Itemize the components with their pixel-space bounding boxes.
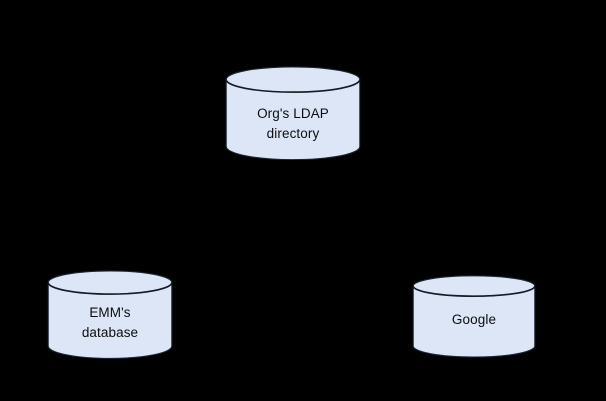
database-cylinder-icon [225, 66, 361, 160]
database-cylinder-icon [412, 275, 536, 358]
node-google[interactable]: Google [412, 275, 536, 358]
database-cylinder-icon [47, 270, 173, 359]
node-ldap-directory[interactable]: Org's LDAP directory [225, 66, 361, 160]
node-emm-database[interactable]: EMM's database [47, 270, 173, 359]
